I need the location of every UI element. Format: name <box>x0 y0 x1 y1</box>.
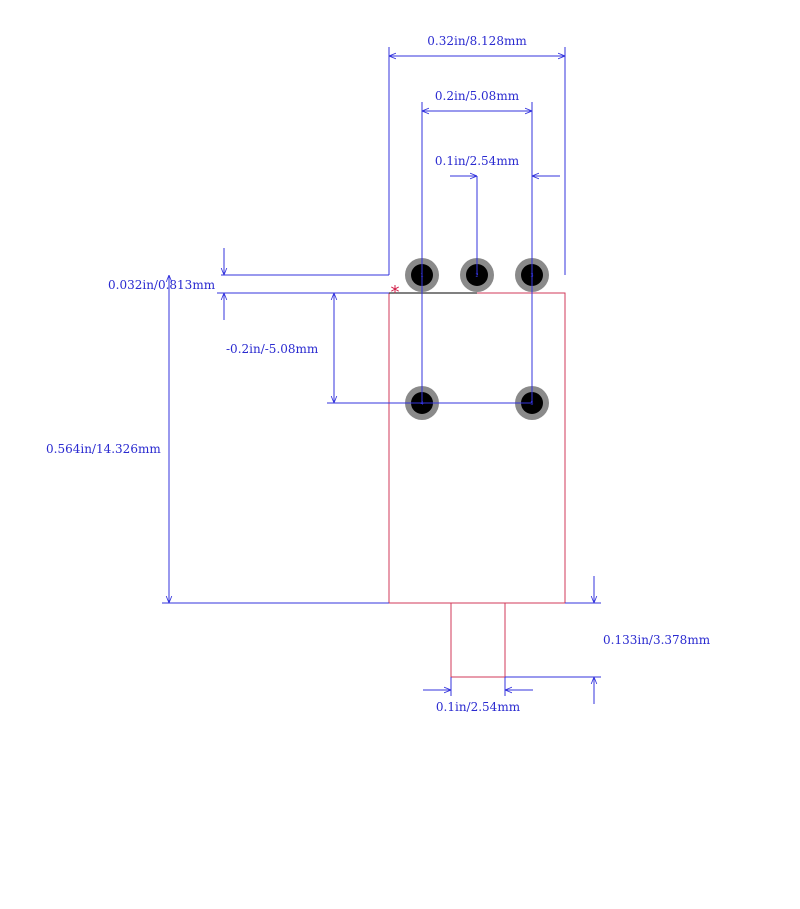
dim-body-height: 0.564in/14.326mm <box>46 275 389 604</box>
dim-lead-width: 0.1in/2.54mm <box>423 677 533 714</box>
pad-2-label: 2 <box>475 273 478 279</box>
dim-row-span-label: 0.2in/5.08mm <box>435 89 520 103</box>
dim-lead-length: 0.133in/3.378mm <box>505 576 711 704</box>
dim-overall-width: 0.32in/8.128mm <box>221 34 566 276</box>
dim-row-spacing: -0.2in/-5.08mm <box>226 293 532 404</box>
dim-top-offset-label: 0.032in/0.813mm <box>108 278 216 292</box>
dim-lead-width-label: 0.1in/2.54mm <box>436 700 521 714</box>
dim-body-height-label: 0.564in/14.326mm <box>46 442 161 456</box>
dim-lead-length-label: 0.133in/3.378mm <box>603 633 711 647</box>
dim-top-offset: 0.032in/0.813mm <box>108 248 389 320</box>
body-outline <box>388 292 566 604</box>
dim-overall-width-label: 0.32in/8.128mm <box>427 34 527 48</box>
dim-pin-pitch-label: 0.1in/2.54mm <box>435 154 520 168</box>
dim-pin-pitch: 0.1in/2.54mm <box>435 154 560 275</box>
pin1-marker: * <box>391 282 400 303</box>
pad-5-label: 5 <box>530 401 533 407</box>
lead-outline <box>450 603 506 678</box>
dim-row-span: 0.2in/5.08mm <box>421 89 533 403</box>
dim-row-spacing-label: -0.2in/-5.08mm <box>226 342 319 356</box>
pad-4-label: 4 <box>420 401 423 407</box>
